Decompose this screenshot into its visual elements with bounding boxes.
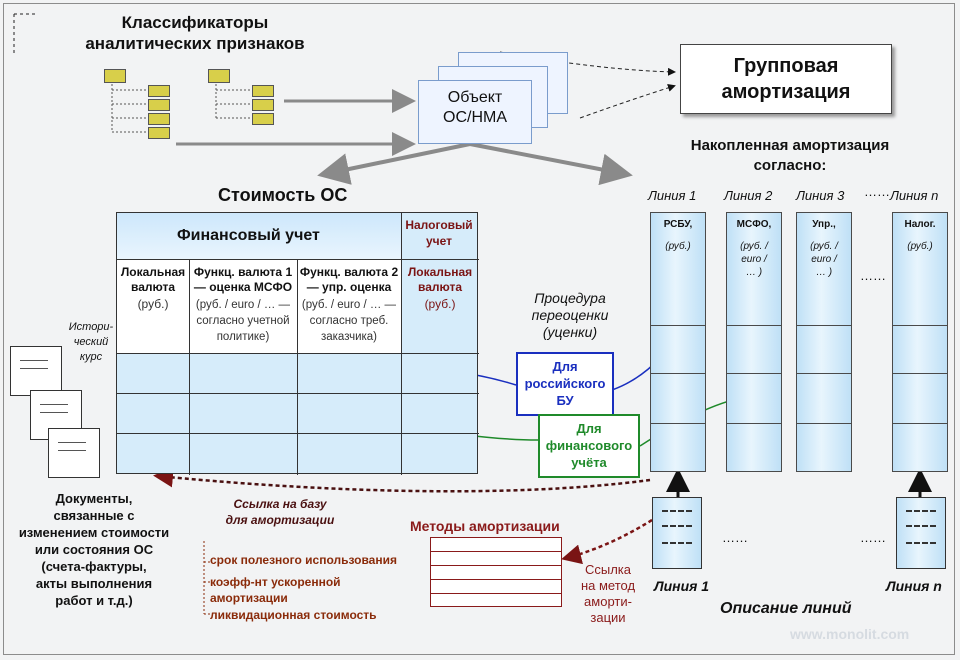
watermark: www.monolit.com (790, 626, 910, 642)
line-1-doc-icon (652, 497, 702, 569)
document-icon (48, 428, 100, 478)
method-useful-life: срок полезного использования (210, 553, 397, 567)
outer-frame (3, 3, 955, 655)
document-icon (10, 346, 62, 396)
col3-sub: (руб. / euro / … — согласно треб. заказч… (301, 299, 397, 343)
desc-title: Описание линий (720, 600, 852, 617)
folder-icon (148, 99, 170, 111)
fin-accounting-header: Финансовый учет (177, 227, 320, 244)
line-n-unit: (руб.) (907, 241, 933, 252)
revaluation-label: Процедура переоценки (уценки) (531, 290, 609, 340)
col4-sub: (руб.) (424, 297, 456, 311)
russian-accounting-box: Для российского БУ (516, 352, 614, 416)
methods-box (430, 537, 562, 607)
folder-icon (148, 127, 170, 139)
cost-table: Финансовый учет Налоговый учет Локальная… (116, 212, 479, 475)
link-base-label: Ссылка на базу для амортизации (225, 497, 335, 527)
group-amort-box: Групповая амортизация (680, 44, 892, 114)
folder-icon (104, 69, 126, 83)
methods-title: Методы амортизации (410, 518, 560, 534)
historical-rate: Истори- ческий курс (68, 321, 114, 363)
desc-dots-2: …… (860, 530, 886, 545)
line-2-unit: (руб. / euro / … ) (740, 241, 768, 278)
line-n-column: Налог. (руб.) (892, 212, 948, 472)
col4-title: Локальная валюта (407, 265, 473, 294)
documents-text: Документы, связанные с изменением стоимо… (18, 491, 170, 608)
desc-dots-1: …… (722, 530, 748, 545)
folder-icon (252, 85, 274, 97)
line-2-label: Линия 2 (724, 188, 773, 203)
desc-line-n: Линия n (886, 578, 942, 594)
col1-sub: (руб.) (137, 297, 169, 311)
line-3-label: Линия 3 (796, 188, 845, 203)
folder-icon (148, 113, 170, 125)
col3-title: Функц. валюта 2 — упр. оценка (299, 265, 399, 294)
method-acceleration: коэфф-нт ускоренной амортизации (210, 575, 341, 605)
classifiers-title: Классификаторы аналитических признаков (85, 13, 305, 53)
line-n-head: Налог. (904, 219, 936, 230)
line-n-label: Линия n (890, 188, 939, 203)
col1-title: Локальная валюта (120, 265, 186, 294)
object-page-front (418, 80, 532, 144)
folder-icon (148, 85, 170, 97)
desc-line-1: Линия 1 (654, 578, 710, 594)
line-mid-dots: …… (860, 268, 886, 283)
accum-title: Накопленная амортизация согласно: (690, 137, 890, 174)
folder-icon (252, 113, 274, 125)
line-1-head: РСБУ, (663, 219, 693, 230)
col2-sub: (руб. / euro / … — согласно учетной поли… (195, 299, 291, 343)
folder-icon (252, 99, 274, 111)
line-1-column: РСБУ, (руб.) (650, 212, 706, 472)
folder-icon (208, 69, 230, 83)
cost-title: Стоимость ОС (218, 185, 348, 205)
financial-accounting-box: Для финансового учёта (538, 414, 640, 478)
line-1-unit: (руб.) (665, 241, 691, 252)
line-3-unit: (руб. / euro / … ) (810, 241, 838, 278)
link-method-label: Ссылка на метод аморти- зации (580, 562, 636, 625)
line-3-head: Упр., (812, 219, 836, 230)
line-2-head: МСФО, (736, 219, 772, 230)
line-1-label: Линия 1 (648, 188, 697, 203)
line-3-column: Упр., (руб. / euro / … ) (796, 212, 852, 472)
object-label: Объект ОС/НМА (443, 89, 507, 126)
line-n-doc-icon (896, 497, 946, 569)
line-header-dots: …… (864, 184, 890, 199)
tax-accounting-header: Налоговый учет (405, 218, 473, 248)
line-2-column: МСФО, (руб. / euro / … ) (726, 212, 782, 472)
method-salvage: ликвидационная стоимость (210, 608, 377, 622)
col2-title: Функц. валюта 1 — оценка МСФО (193, 265, 293, 294)
